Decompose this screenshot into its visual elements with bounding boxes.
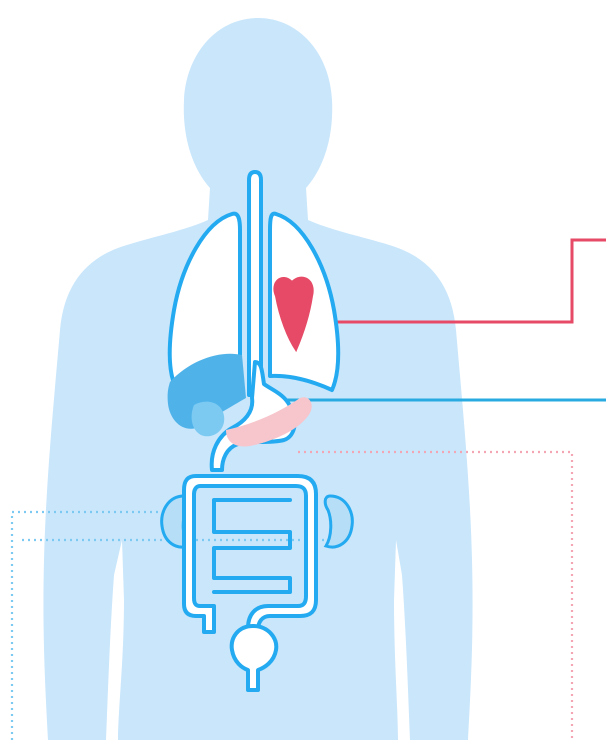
gallbladder-icon <box>192 402 225 437</box>
